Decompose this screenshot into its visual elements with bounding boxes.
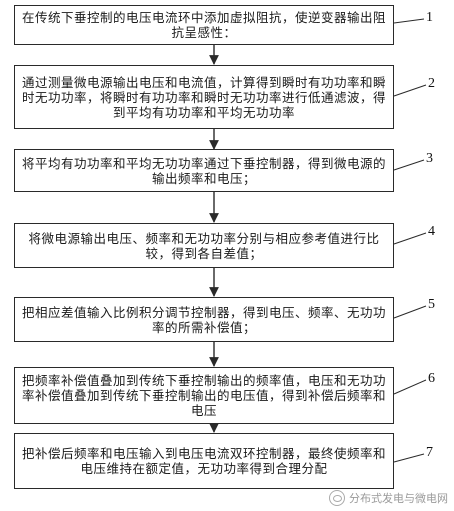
step-2-box: 通过测量微电源输出电压和电流值，计算得到瞬时有功功率和瞬时无功功率，将瞬时有功功… xyxy=(14,65,394,129)
step-2-text: 通过测量微电源输出电压和电流值，计算得到瞬时有功功率和瞬时无功功率，将瞬时有功功… xyxy=(21,74,386,120)
leader-1 xyxy=(393,18,425,24)
step-7-box: 把补偿后频率和电压输入到电压电流双环控制器，最终使频率和电压维持在额定值，无功功… xyxy=(14,433,394,489)
leader-3 xyxy=(393,159,425,171)
step-1-text: 在传统下垂控制的电压电流环中添加虚拟阻抗，使逆变器输出阻抗呈感性： xyxy=(21,10,386,40)
step-4-text: 将微电源输出电压、频率和无功功率分别与相应参考值进行比较，得到各自差值； xyxy=(28,230,380,261)
leader-5 xyxy=(393,305,427,319)
wechat-icon xyxy=(329,490,345,506)
step-6-text: 把频率补偿值叠加到传统下垂控制输出的频率值，电压和无功功率补偿值叠加到传统下垂控… xyxy=(21,373,386,418)
leader-2 xyxy=(393,84,427,97)
leader-6 xyxy=(393,379,427,395)
step-5-text: 把相应差值输入比例积分调节控制器，得到电压、频率、无功功率的所需补偿值； xyxy=(21,304,386,335)
step-3-text: 将平均有功功率和平均无功功率通过下垂控制器，得到微电源的输出频率和电压； xyxy=(21,155,386,186)
step-6-box: 把频率补偿值叠加到传统下垂控制输出的频率值，电压和无功功率补偿值叠加到传统下垂控… xyxy=(14,367,394,424)
leader-7 xyxy=(393,453,425,463)
leader-4 xyxy=(393,232,427,245)
step-5-number: 5 xyxy=(428,297,435,312)
step-3-number: 3 xyxy=(426,151,433,166)
step-5-box: 把相应差值输入比例积分调节控制器，得到电压、频率、无功功率的所需补偿值； xyxy=(14,297,394,342)
step-4-box: 将微电源输出电压、频率和无功功率分别与相应参考值进行比较，得到各自差值； xyxy=(14,223,394,268)
step-1-number: 1 xyxy=(426,10,433,25)
step-4-number: 4 xyxy=(428,224,435,239)
step-1-box: 在传统下垂控制的电压电流环中添加虚拟阻抗，使逆变器输出阻抗呈感性： xyxy=(14,5,394,45)
watermark-text: 分布式发电与微电网 xyxy=(349,492,448,505)
watermark: 分布式发电与微电网 xyxy=(329,490,448,506)
step-7-text: 把补偿后频率和电压输入到电压电流双环控制器，最终使频率和电压维持在额定值，无功功… xyxy=(21,446,386,476)
step-3-box: 将平均有功功率和平均无功功率通过下垂控制器，得到微电源的输出频率和电压； xyxy=(14,149,394,192)
step-7-number: 7 xyxy=(426,445,433,460)
step-2-number: 2 xyxy=(428,76,435,91)
step-6-number: 6 xyxy=(428,371,435,386)
